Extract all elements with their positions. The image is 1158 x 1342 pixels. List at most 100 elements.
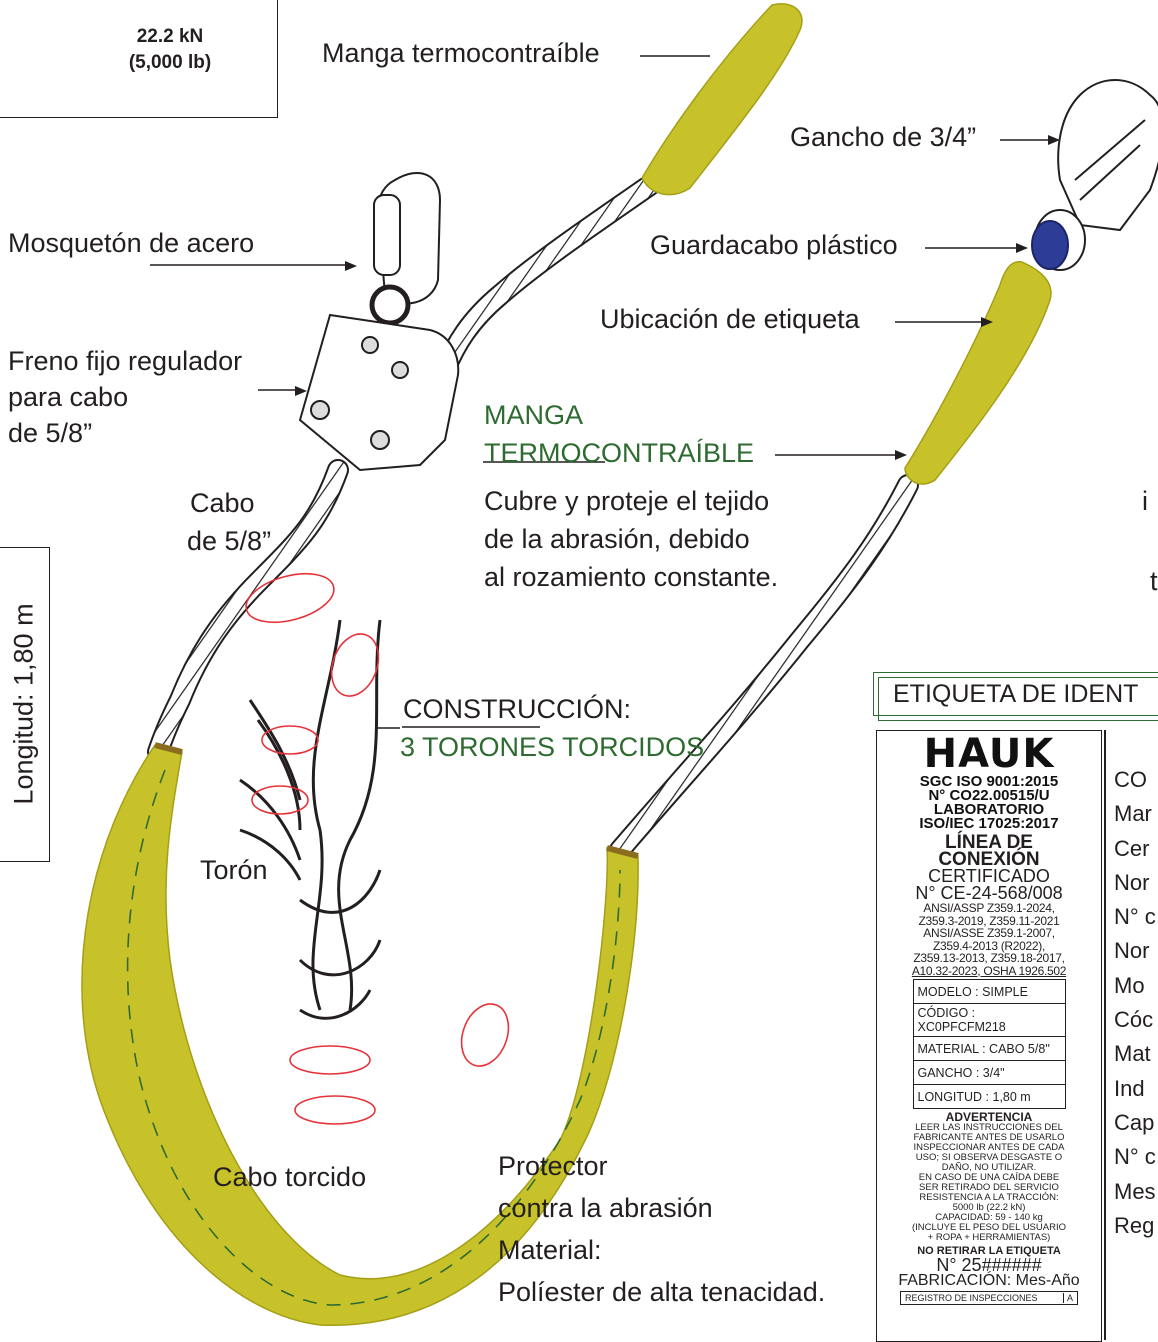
warning-line: INSPECCIONAR ANTES DE CADA — [913, 1142, 1065, 1153]
cert-line-1: CERTIFICADO — [928, 866, 1050, 886]
etiqueta-frame-outer — [873, 672, 1158, 716]
warning-title: ADVERTENCIA — [945, 1110, 1033, 1124]
strength-rating: 22.2 kN (5,000 lb) — [95, 24, 245, 75]
twist-arrows — [245, 572, 510, 1125]
plastic-thimble — [1031, 220, 1069, 270]
identification-label: HAUK SGC ISO 9001:2015 N° CO22.00515/U L… — [876, 730, 1102, 1342]
carabiner-icon — [369, 171, 442, 326]
warning-line: LEER LAS INSTRUCCIONES DEL — [915, 1122, 1063, 1133]
brake-line-2: para cabo — [8, 382, 129, 412]
callout-rope: Cabo de 5/8” — [187, 484, 272, 560]
spec-code: CÓDIGO : XC0PFCFM218 — [912, 1003, 1066, 1037]
sleeve-desc-line-2: de la abrasión, debido — [484, 524, 750, 554]
callout-hook: Gancho de 3/4” — [790, 122, 977, 152]
top-sleeve — [641, 3, 803, 196]
rope-strands — [239, 619, 382, 1020]
field-item: Mar — [1114, 801, 1152, 827]
warning-line: SER RETIRADO DEL SERVICIO — [919, 1182, 1059, 1193]
product-line-1: LÍNEA DE — [945, 832, 1033, 853]
warning-line: 5000 lb (22.2 kN) — [952, 1202, 1026, 1213]
spec-material: MATERIAL : CABO 5/8" — [912, 1036, 1066, 1061]
field-item: Cer — [1114, 835, 1150, 861]
sleeve-title-line-1: MANGA — [484, 400, 584, 430]
norm-line-4: Z359.4-2013 (R2022), — [932, 938, 1046, 953]
inspection-register: REGISTRO DE INSPECCIONES A — [900, 1291, 1078, 1305]
field-item: Cóc — [1114, 1007, 1154, 1033]
brand-logo: HAUK — [923, 731, 1055, 777]
label-field-list: CO Mar Cer Nor N° c Nor Mo Cóc Mat Ind C… — [1114, 763, 1156, 1243]
norm-line-5: Z359.13-2013, Z359.18-2017, — [913, 951, 1065, 965]
norm-line-2: Z359.3-2019, Z359.11-2021 — [918, 913, 1060, 928]
spec-length: LONGITUD : 1,80 m — [912, 1084, 1066, 1109]
brake-line-1: Freno fijo regulador — [8, 346, 243, 376]
warning-line: + ROPA + HERRAMIENTAS) — [927, 1232, 1051, 1243]
sleeve-info-description: Cubre y proteje el tejido de la abrasión… — [484, 482, 778, 596]
construction-title: CONSTRUCCIÓN: — [403, 694, 631, 724]
warning-text: LEER LAS INSTRUCCIONES DEL FABRICANTE AN… — [877, 1123, 1101, 1243]
field-item: Mo — [1114, 972, 1145, 998]
warning-line: EN CASO DE UNA CAÍDA DEBE — [918, 1172, 1060, 1183]
field-item: Mat — [1114, 1041, 1151, 1067]
field-item: Nor — [1114, 938, 1150, 964]
serial-number: N° 25###### — [936, 1255, 1042, 1275]
protector-line-3: Material: — [498, 1235, 602, 1265]
norm-line-1: ANSI/ASSP Z359.1-2024, — [923, 901, 1055, 915]
sgc-line-1: SGC ISO 9001:2015 — [919, 773, 1059, 790]
spec-model: MODELO : SIMPLE — [912, 979, 1066, 1004]
right-rope — [609, 474, 919, 861]
lab-line-1: LABORATORIO — [933, 801, 1045, 818]
protector-line-4: Políester de alta tenacidad. — [498, 1277, 826, 1307]
etiqueta-title: ETIQUETA DE IDENT — [893, 680, 1139, 708]
field-item: N° c — [1114, 904, 1156, 930]
spec-hook: GANCHO : 3/4" — [912, 1060, 1066, 1085]
field-item: N° c — [1114, 1144, 1156, 1170]
leader-lines — [150, 55, 1060, 729]
abrasion-protector — [81, 742, 639, 1326]
fabrication-date: FABRICACIÓN: Mes-Año — [898, 1272, 1080, 1289]
callout-twisted-rope: Cabo torcido — [213, 1162, 367, 1192]
lab-line-2: ISO/IEC 17025:2017 — [919, 815, 1059, 832]
warning-line: FABRICANTE ANTES DE USARLO — [913, 1132, 1065, 1143]
upper-rope — [434, 174, 661, 381]
strength-box — [0, 0, 278, 118]
etiqueta-frame-inner — [878, 677, 1158, 721]
warning-line: USO; SI OBSERVA DESGASTE O — [915, 1152, 1063, 1163]
protector-line-2: contra la abrasión — [498, 1193, 713, 1223]
construction-value: 3 TORONES TORCIDOS — [400, 732, 705, 762]
no-remove-notice: NO RETIRAR LA ETIQUETA — [917, 1245, 1061, 1257]
warning-line: CAPACIDAD: 59 - 140 kg — [935, 1212, 1043, 1223]
protector-info: Protector contra la abrasión Material: P… — [498, 1145, 825, 1313]
norm-line-3: ANSI/ASSE Z359.1-2007, — [923, 926, 1055, 940]
norm-line-6: A10.32-2023, OSHA 1926.502 — [911, 963, 1067, 978]
sleeve-title-line-2: TERMOCONTRAÍBLE — [484, 438, 755, 468]
callout-label-location: Ubicación de etiqueta — [600, 304, 860, 334]
warning-line: RESISTENCIA A LA TRACCIÓN: — [919, 1192, 1059, 1203]
sleeve-desc-line-3: al rozamiento constante. — [484, 562, 779, 592]
warning-line: DAÑO, NO UTILIZAR. — [941, 1162, 1037, 1173]
label-sleeve — [904, 260, 1052, 485]
callout-carabiner: Mosquetón de acero — [8, 228, 255, 258]
left-rope — [147, 459, 349, 763]
list-divider — [1104, 730, 1106, 1340]
rope-line-2: de 5/8” — [187, 526, 272, 556]
strength-kn: 22.2 kN — [136, 26, 204, 47]
length-label: Longitud: 1,80 m — [8, 603, 39, 805]
product-line-2: CONEXIÓN — [938, 849, 1040, 870]
field-item: Nor — [1114, 869, 1150, 895]
field-item: Ind — [1114, 1075, 1145, 1101]
field-item: CO — [1114, 767, 1147, 792]
rope-line-1: Cabo — [190, 488, 255, 518]
partial-text-2: t — [1150, 566, 1158, 596]
warning-line: (INCLUYE EL PESO DEL USUARIO — [912, 1222, 1066, 1233]
strength-lb: (5,000 lb) — [128, 51, 212, 73]
register-column: A — [1062, 1293, 1073, 1303]
field-item: Mes — [1114, 1178, 1156, 1204]
spec-table: MODELO : SIMPLE CÓDIGO : XC0PFCFM218 MAT… — [912, 979, 1066, 1109]
sleeve-desc-line-1: Cubre y proteje el tejido — [484, 486, 770, 516]
callout-brake: Freno fijo regulador para cabo de 5/8” — [8, 343, 242, 451]
rope-brake-icon — [298, 313, 460, 472]
protector-line-1: Protector — [498, 1151, 608, 1181]
length-box — [0, 547, 50, 862]
register-label: REGISTRO DE INSPECCIONES — [905, 1293, 1038, 1303]
